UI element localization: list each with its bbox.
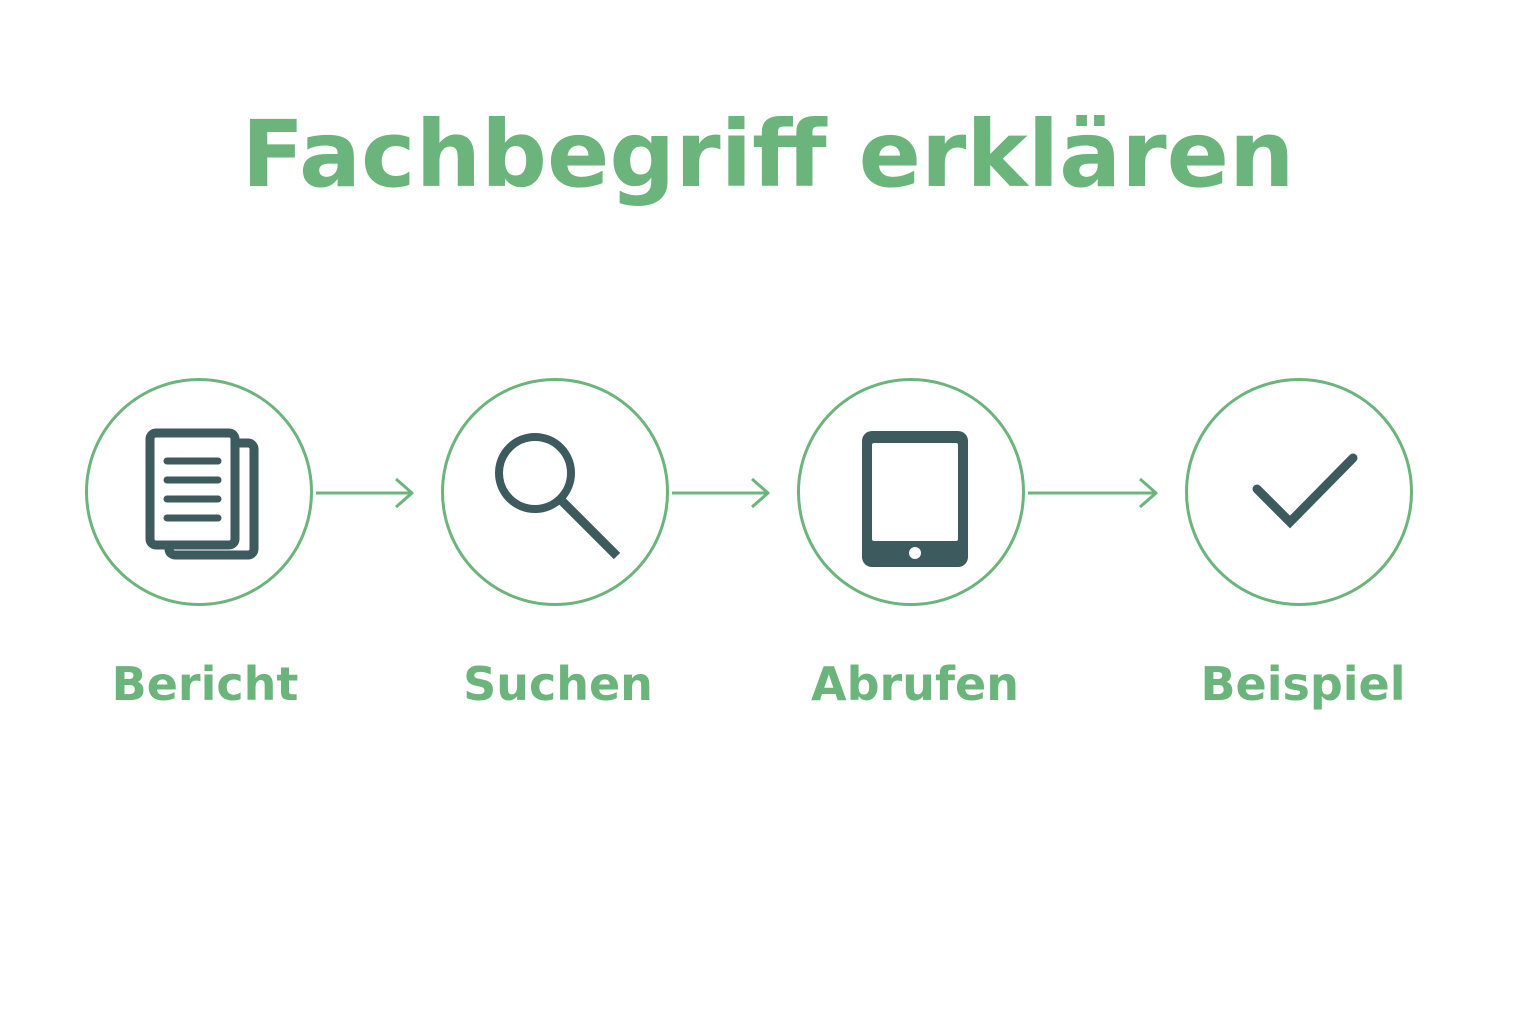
- page-title: Fachbegriff erklären: [241, 101, 1295, 208]
- step-circle-abrufen: [797, 378, 1025, 606]
- step-circle-bericht: [85, 378, 313, 606]
- step-label-suchen: Suchen: [463, 657, 653, 711]
- arrow-3: [1028, 478, 1160, 508]
- arrow-1: [316, 478, 416, 508]
- step-label-abrufen: Abrufen: [811, 657, 1019, 711]
- search-icon: [495, 433, 621, 560]
- step-circle-beispiel: [1185, 378, 1413, 606]
- step-circle-suchen: [441, 378, 669, 606]
- checkmark-icon: [1252, 453, 1358, 529]
- arrow-2: [672, 478, 772, 508]
- tablet-icon: [862, 431, 968, 567]
- step-label-bericht: Bericht: [111, 657, 299, 711]
- step-label-beispiel: Beispiel: [1200, 657, 1406, 711]
- document-icon: [145, 428, 259, 560]
